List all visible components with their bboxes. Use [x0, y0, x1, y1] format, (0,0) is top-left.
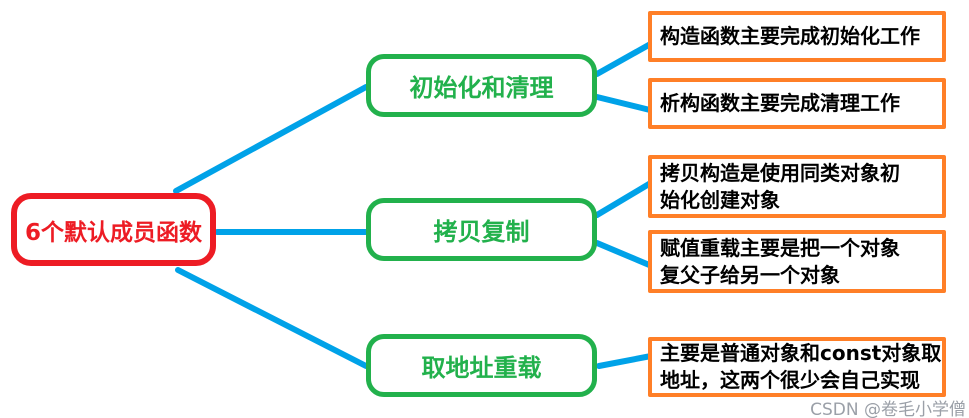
edge-root-branch-0	[173, 84, 369, 194]
branch-node-label: 拷贝复制	[433, 218, 530, 246]
csdn-watermark: CSDN @卷毛小学僧	[810, 400, 966, 418]
edge-branch0-leaf-1	[594, 94, 657, 114]
root-node: 6个默认成员函数	[11, 193, 216, 266]
branch-node-copy: 拷贝复制	[366, 198, 597, 261]
leaf-node-constructor: 构造函数主要完成初始化工作	[648, 11, 946, 62]
leaf-node-text: 析构函数主要完成清理工作	[660, 91, 900, 115]
leaf-node-destructor: 析构函数主要完成清理工作	[648, 78, 946, 129]
leaf-node-address-of: 主要是普通对象和const对象取 地址，这两个很少会自己实现	[648, 337, 946, 397]
leaf-node-copy-constructor: 拷贝构造是使用同类对象初 始化创建对象	[648, 155, 946, 218]
edge-branch1-leaf-3	[594, 240, 657, 270]
branch-node-label: 取地址重载	[421, 354, 542, 382]
leaf-node-assignment-overload: 赋值重载主要是把一个对象 复父子给另一个对象	[648, 230, 946, 293]
leaf-node-text: 赋值重载主要是把一个对象 复父子给另一个对象	[660, 235, 900, 287]
branch-node-label: 初始化和清理	[409, 74, 554, 102]
edge-root-branch-2	[175, 267, 369, 369]
branch-node-init-cleanup: 初始化和清理	[366, 54, 597, 117]
leaf-node-text: 构造函数主要完成初始化工作	[660, 24, 920, 48]
edge-branch2-leaf-4	[596, 353, 654, 369]
leaf-node-text: 主要是普通对象和const对象取 地址，这两个很少会自己实现	[660, 341, 942, 392]
edge-branch1-leaf-2	[594, 178, 657, 218]
branch-node-address-overload: 取地址重载	[366, 334, 597, 397]
edge-branch0-leaf-0	[594, 39, 657, 77]
root-node-label: 6个默认成员函数	[24, 219, 202, 246]
leaf-node-text: 拷贝构造是使用同类对象初 始化创建对象	[660, 160, 900, 212]
